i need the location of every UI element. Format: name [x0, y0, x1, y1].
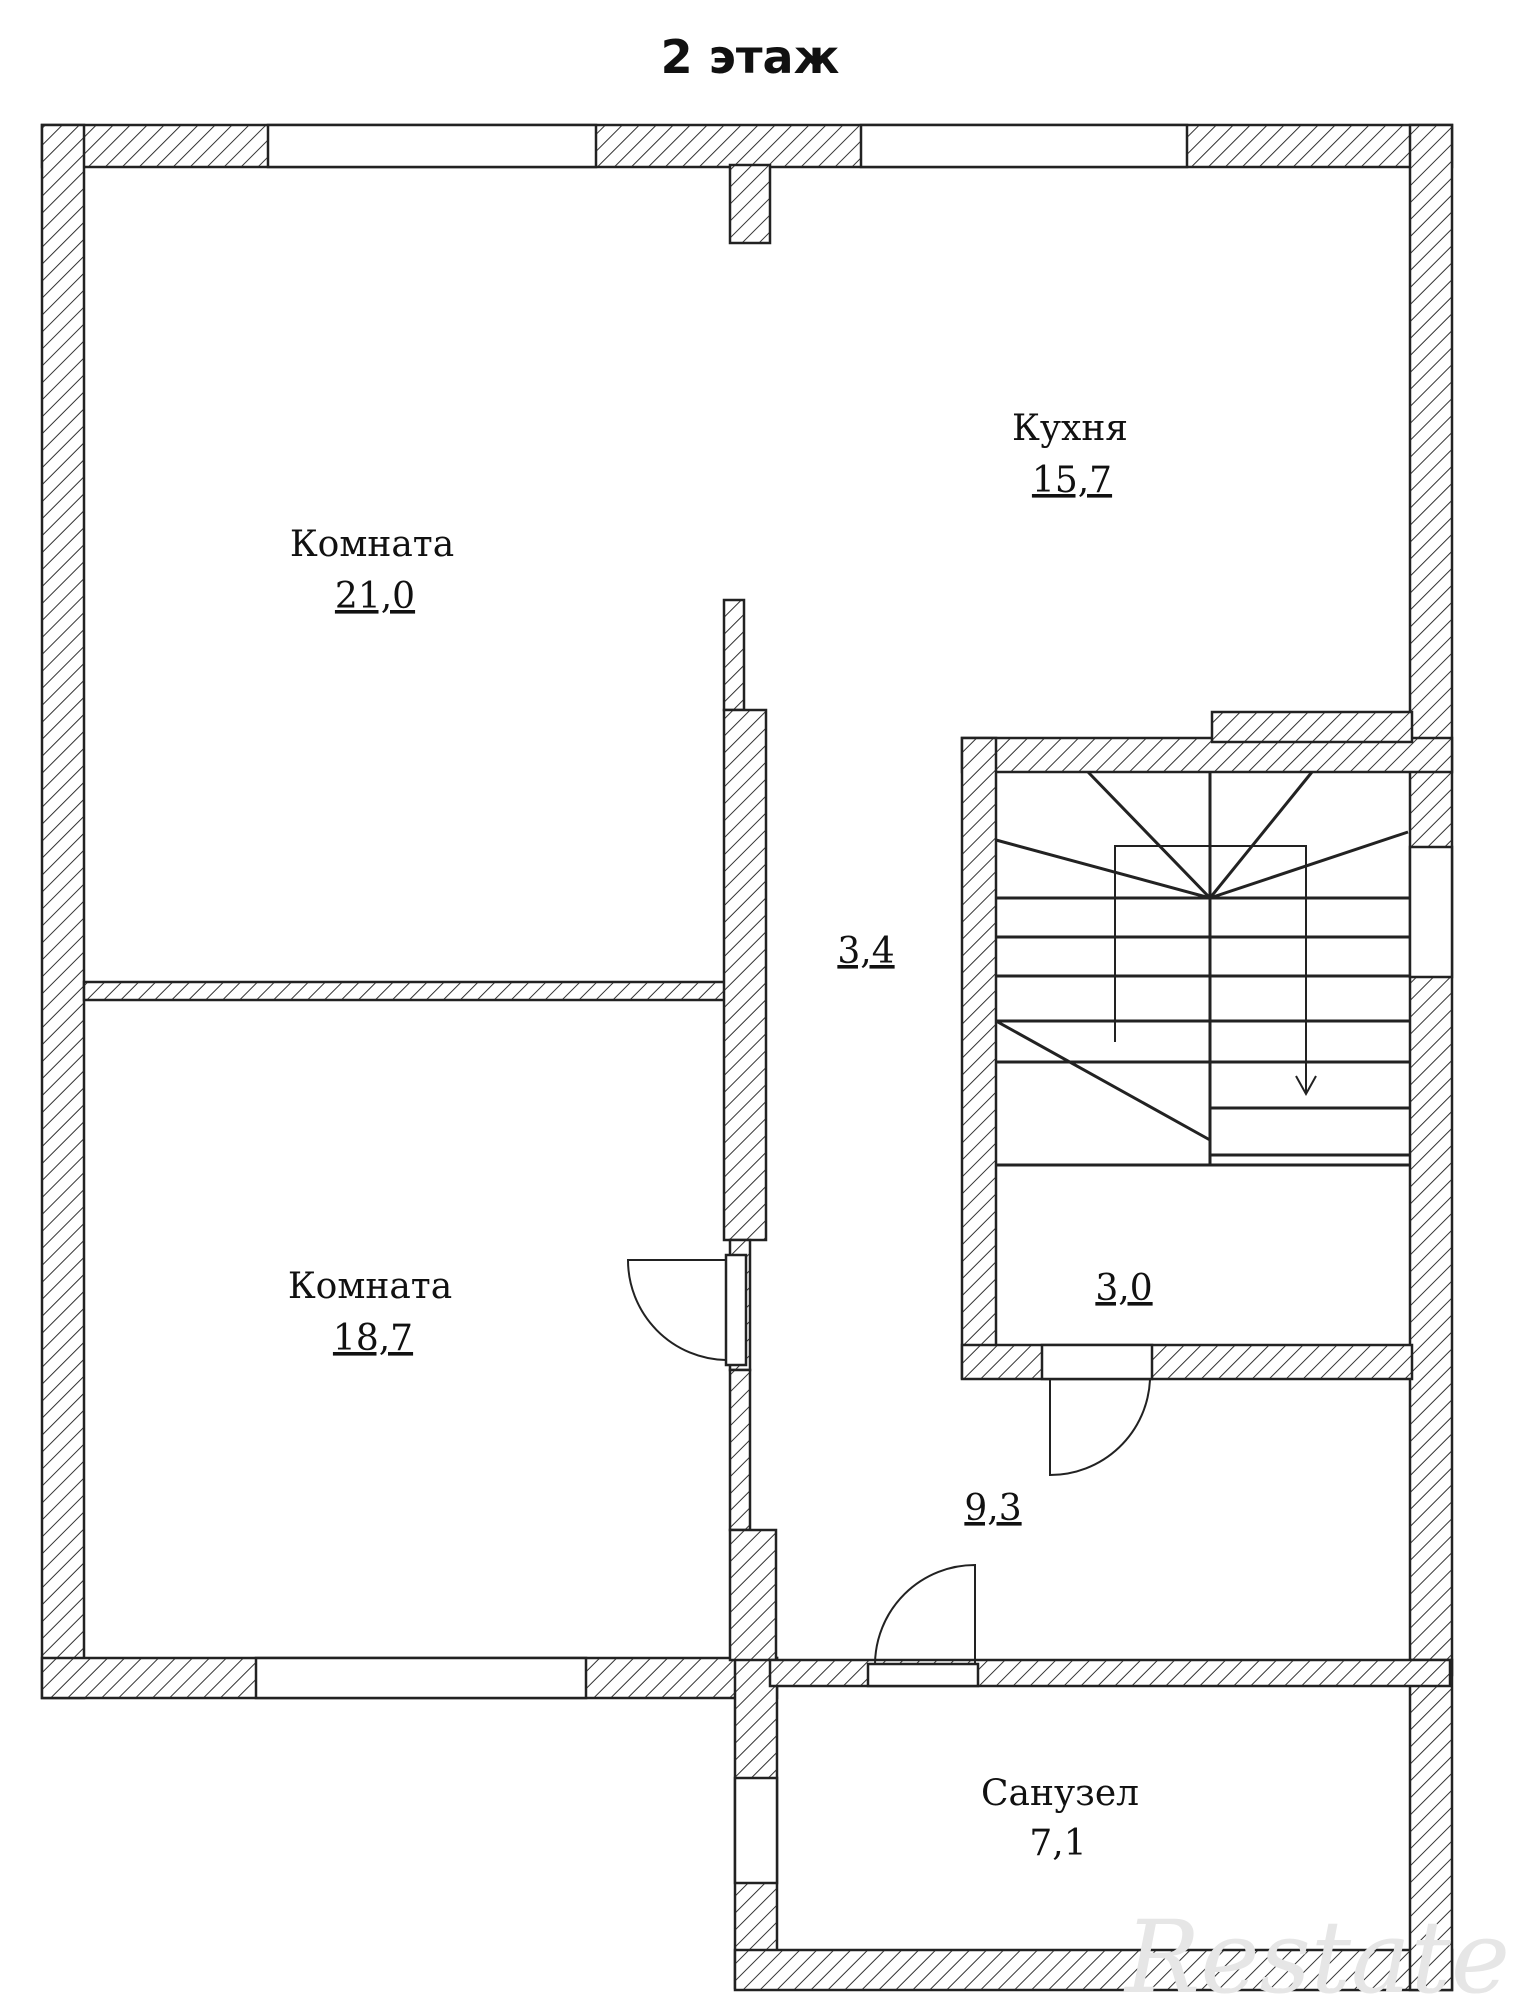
staircase — [995, 770, 1410, 1167]
window-top-left — [266, 123, 598, 169]
room-name-komnata-2: Комната — [288, 1266, 452, 1307]
room-name-kuhnya: Кухня — [1012, 408, 1128, 449]
room-name-komnata-1: Комната — [290, 524, 454, 565]
floor-title: 2 этаж — [661, 30, 840, 84]
window-top-right — [859, 123, 1189, 169]
window-right — [1408, 845, 1454, 979]
room-area-corridor: 3,4 — [837, 931, 894, 972]
room-area-kuhnya: 15,7 — [1032, 460, 1112, 501]
window-bottom-left — [254, 1656, 588, 1700]
doors — [626, 1253, 1154, 1688]
interior-walls — [82, 163, 1454, 1688]
room-area-sanuzel: 7,1 — [1029, 1823, 1086, 1864]
room-area-stairwell: 3,0 — [1095, 1268, 1152, 1309]
room-area-komnata-2: 18,7 — [333, 1318, 413, 1359]
window-bath-left — [733, 1776, 779, 1885]
room-area-hall: 9,3 — [964, 1488, 1021, 1529]
room-labels: Комната 21,0 Кухня 15,7 3,4 Комната 18,7… — [288, 408, 1153, 1864]
room-name-sanuzel: Санузел — [981, 1773, 1139, 1814]
room-area-komnata-1: 21,0 — [335, 576, 415, 617]
windows — [254, 123, 1454, 1885]
watermark: Restate — [1123, 1899, 1510, 2000]
